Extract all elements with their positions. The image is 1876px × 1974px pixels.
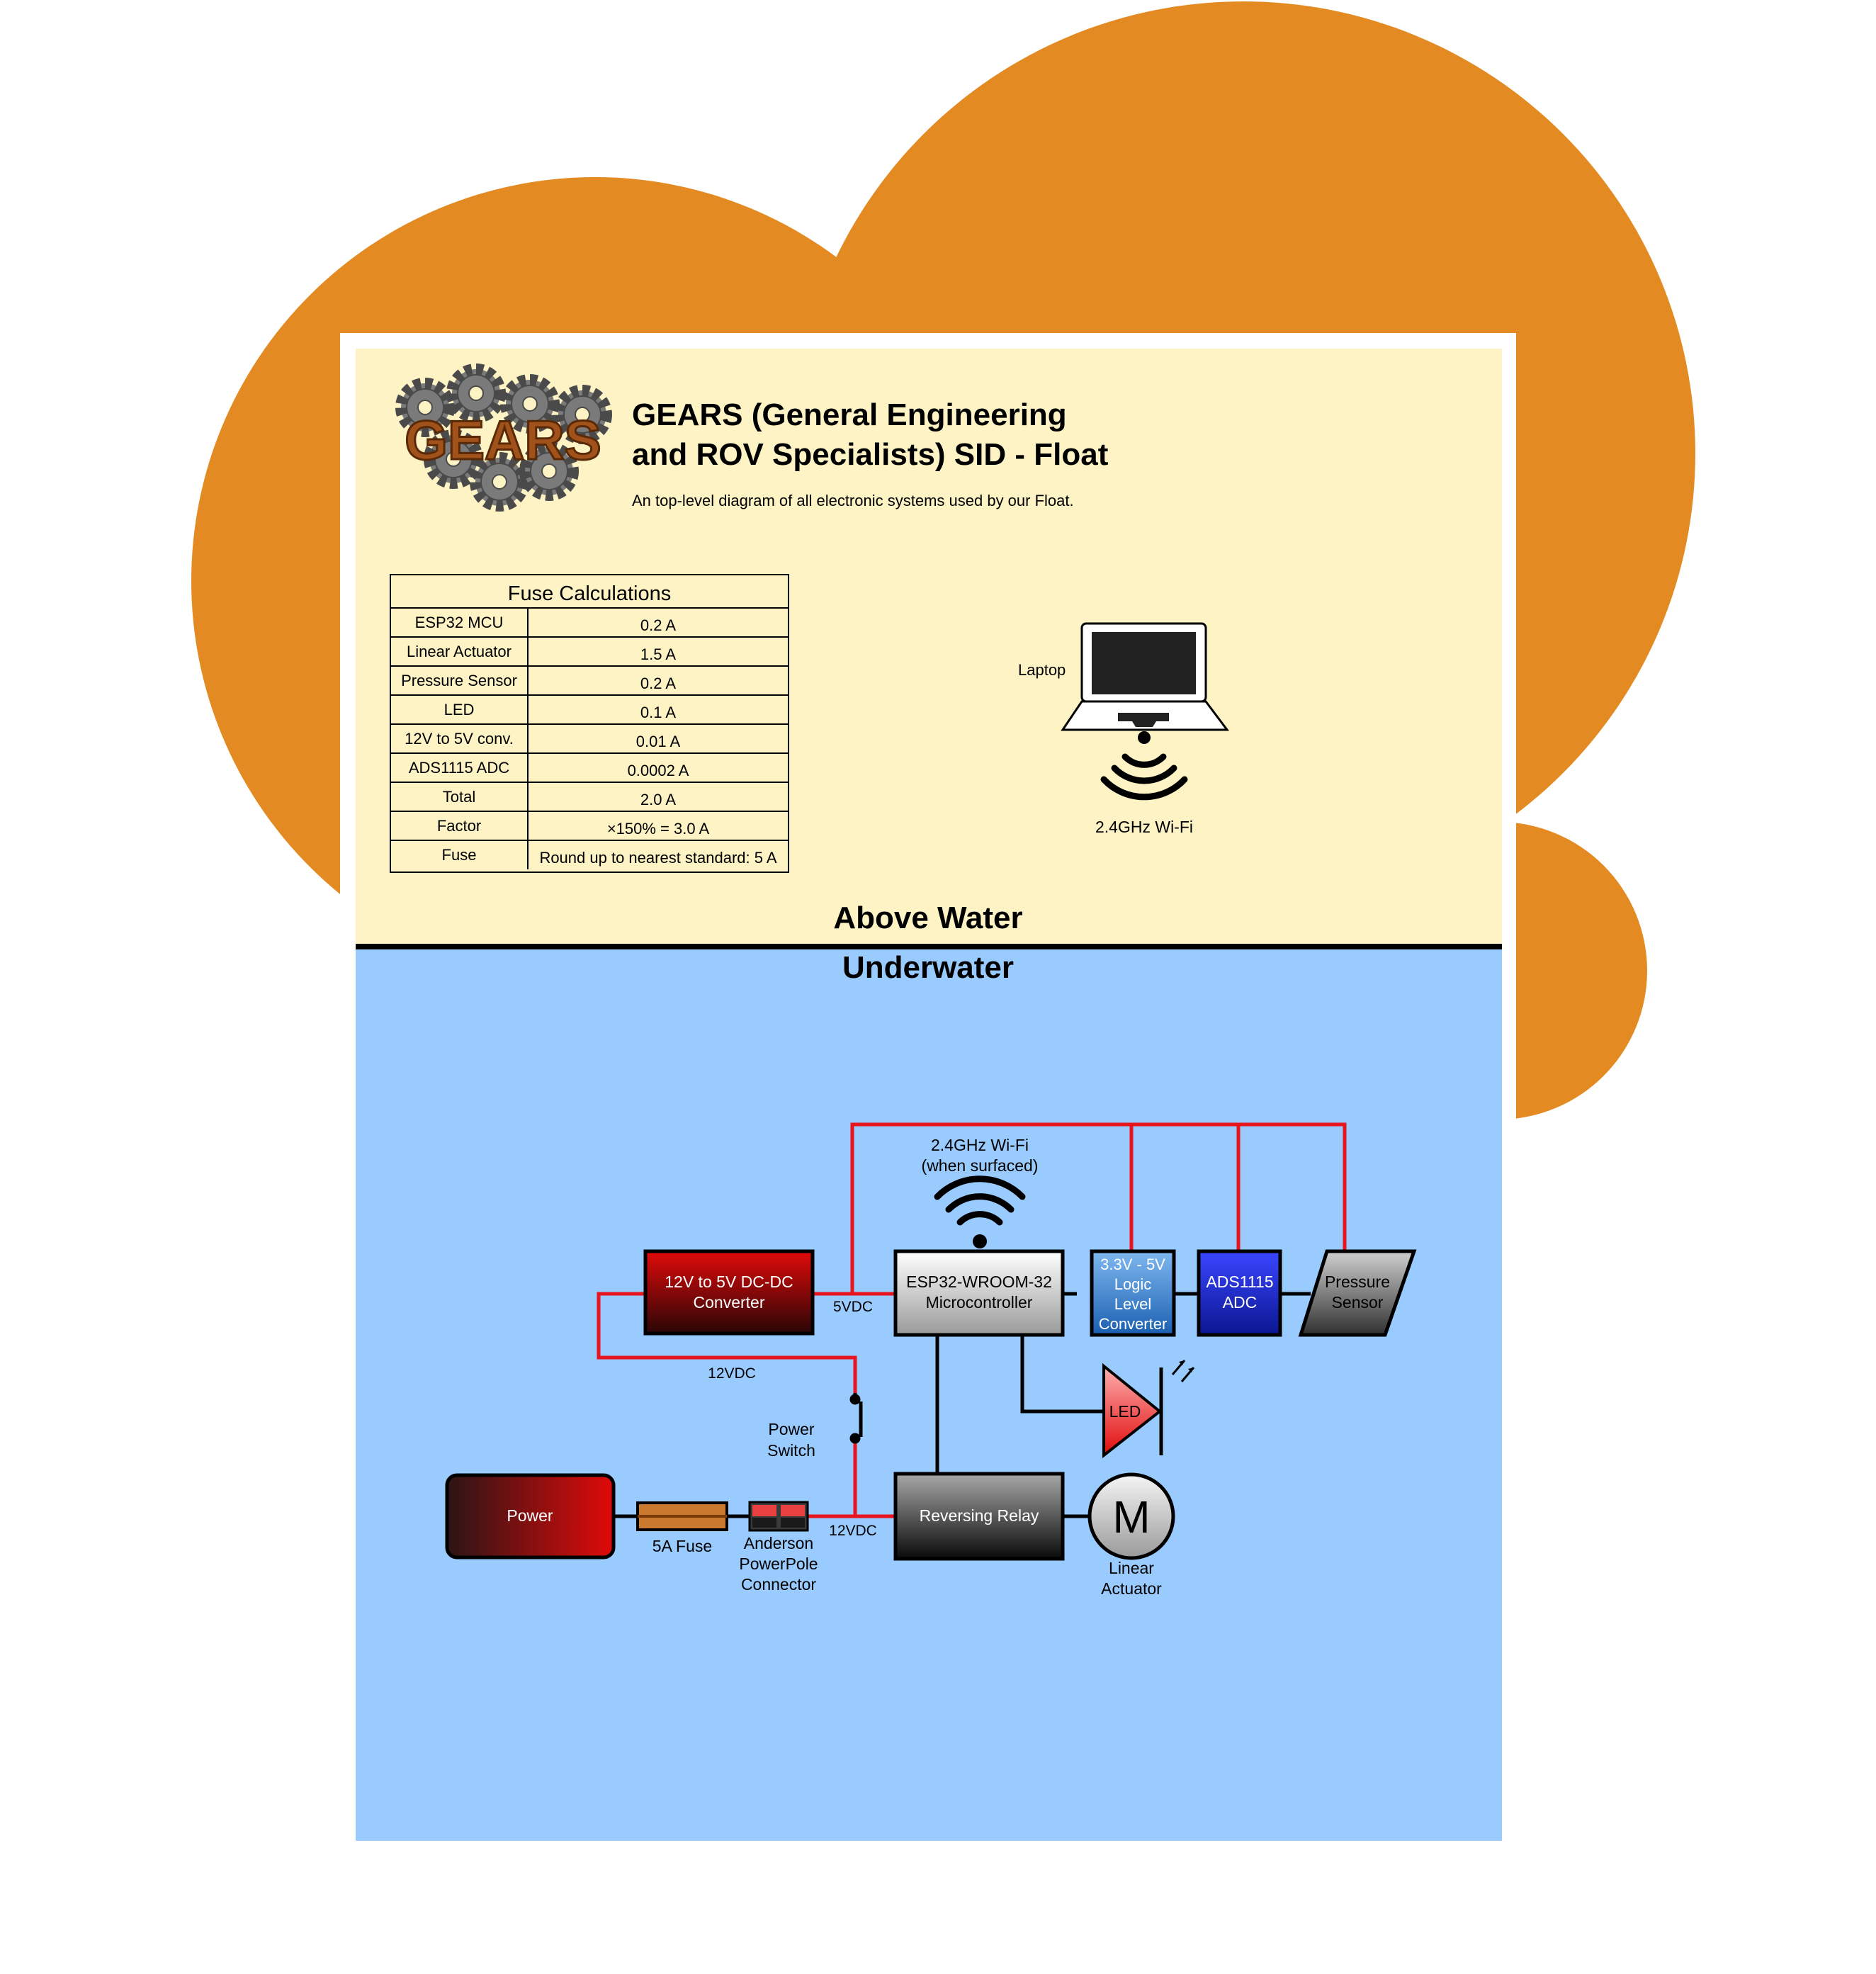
12vdc-label-top: 12VDC [708, 1365, 756, 1382]
logo-gear-1-icon [395, 378, 455, 437]
fuse-table-row-value: 0.1 A [640, 704, 676, 721]
led-icon [1102, 1360, 1195, 1459]
esp32-mcu-label-line-1: ESP32-WROOM-32 [906, 1273, 1052, 1291]
fuse-table-row-label: Linear Actuator [407, 643, 512, 660]
fuse-table-row-label: ESP32 MCU [415, 614, 504, 631]
underwater-panel [356, 947, 1502, 1841]
esp32-mcu-label-line-2: Microcontroller [926, 1293, 1033, 1312]
logo-gear-3-icon [500, 374, 560, 434]
fuse-table-row-label: LED [444, 701, 475, 718]
reversing-relay-label: Reversing Relay [920, 1506, 1039, 1525]
pressure-sensor-block [1298, 1249, 1417, 1337]
fuse-table-title: Fuse Calculations [508, 582, 672, 605]
fuse-icon [636, 1501, 728, 1531]
above-water-label: Above Water [833, 901, 1022, 935]
laptop-icon [1061, 622, 1229, 731]
logo-text: GEARS [405, 409, 601, 471]
linear-actuator-label-line-2: Actuator [1101, 1579, 1162, 1598]
fuse-table-row-label: Total [443, 788, 475, 806]
underwater-label: Underwater [842, 950, 1014, 985]
page-title-line-1: GEARS (General Engineering [632, 397, 1067, 432]
dcdc-converter-label-line-1: 12V to 5V DC-DC [665, 1273, 793, 1291]
fuse-table: Fuse Calculations ESP32 MCU 0.2 A Linear A… [390, 574, 789, 873]
fuse-table-row-value: 0.0002 A [628, 762, 689, 779]
motor-symbol: M [1112, 1491, 1150, 1542]
llc-label-line-1: 3.3V - 5V [1100, 1256, 1165, 1273]
adc-label-line-1: ADS1115 [1206, 1273, 1273, 1291]
led-label: LED [1109, 1402, 1141, 1421]
llc-label-line-3: Level [1114, 1295, 1152, 1313]
fuse-label: 5A Fuse [652, 1537, 712, 1555]
power-switch-label-line-2: Switch [767, 1441, 815, 1460]
12vdc-label-bottom: 12VDC [829, 1523, 877, 1539]
black-wires [614, 1292, 1311, 1518]
fuse-table-rows: ESP32 MCU 0.2 A Linear Actuator 1.5 A Pressu… [390, 607, 789, 869]
mcu-wifi-label-line-2: (when surfaced) [922, 1156, 1039, 1175]
mcu-wifi-label-line-1: 2.4GHz Wi-Fi [931, 1136, 1029, 1154]
pressure-sensor-label-line-1: Pressure [1325, 1273, 1390, 1291]
logo-gear-5-icon [424, 429, 483, 489]
fuse-table-row-value: 0.01 A [636, 733, 681, 750]
fuse-table-row-value: 2.0 A [640, 791, 676, 808]
power-source-label: Power [507, 1506, 553, 1525]
fuse-table-row-label: Factor [437, 817, 481, 835]
fuse-table-row-value: ×150% = 3.0 A [607, 820, 710, 837]
page-subtitle: An top-level diagram of all electronic s… [632, 492, 1074, 509]
linear-actuator-motor-icon [1087, 1472, 1175, 1560]
pressure-sensor-label-line-2: Sensor [1332, 1293, 1384, 1312]
anderson-label-line-2: PowerPole [739, 1555, 818, 1573]
ads1115-adc-block [1197, 1249, 1282, 1337]
fuse-table-row-value: 0.2 A [640, 616, 676, 634]
dcdc-converter-block [643, 1249, 815, 1336]
fuse-table-row-value: 1.5 A [640, 645, 676, 663]
power-switch-label-line-1: Power [768, 1420, 815, 1438]
red-wires [597, 1122, 1347, 1518]
anderson-connector-icon [748, 1501, 809, 1532]
fuse-table-row-label: Pressure Sensor [401, 672, 517, 689]
fuse-table-row-label: ADS1115 ADC [409, 759, 509, 777]
anderson-label-line-3: Connector [741, 1575, 816, 1594]
fuse-table-row-value: 0.2 A [640, 675, 676, 692]
reversing-relay-block [893, 1472, 1065, 1561]
5vdc-label: 5VDC [833, 1299, 873, 1315]
logo-gear-2-icon [446, 363, 506, 423]
page-title-line-2: and ROV Specialists) SID - Float [632, 437, 1109, 472]
linear-actuator-label-line-1: Linear [1109, 1559, 1154, 1577]
logo-gear-6-icon [470, 452, 529, 512]
esp32-mcu-block [893, 1249, 1065, 1337]
power-source-block [445, 1473, 616, 1560]
logo-gear-4-icon [553, 385, 612, 444]
gears-logo: GEARS [395, 363, 612, 512]
logic-level-converter-block [1090, 1249, 1176, 1337]
waterline-divider [356, 944, 1502, 949]
fuse-table-row-label: Fuse [442, 846, 477, 864]
logo-gear-7-icon [519, 441, 579, 501]
adc-label-line-2: ADC [1223, 1293, 1258, 1312]
mcu-wifi-icon [934, 1175, 1026, 1248]
llc-label-line-4: Converter [1099, 1315, 1168, 1333]
fuse-table-row-value: Round up to nearest standard: 5 A [539, 849, 776, 867]
wifi-label: 2.4GHz Wi-Fi [1095, 818, 1193, 836]
dcdc-converter-label-line-2: Converter [694, 1293, 765, 1312]
laptop-label: Laptop [1018, 661, 1066, 679]
fuse-table-row-label: 12V to 5V conv. [405, 730, 514, 748]
wifi-icon [1100, 731, 1188, 801]
anderson-label-line-1: Anderson [744, 1534, 813, 1552]
power-switch-icon [849, 1393, 863, 1444]
llc-label-line-2: Logic [1114, 1275, 1152, 1293]
